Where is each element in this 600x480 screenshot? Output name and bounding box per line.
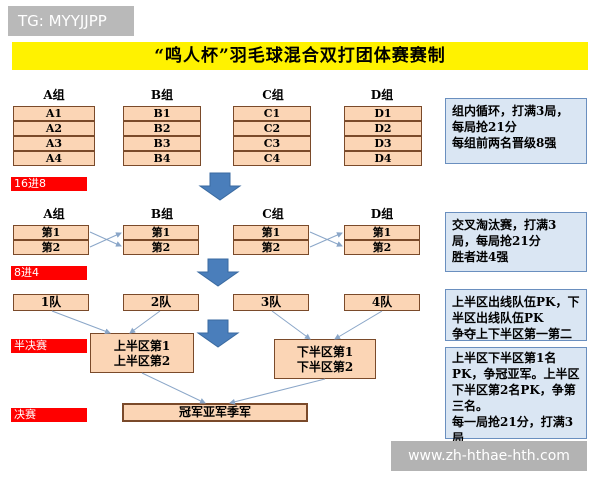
rule-line: 局，每局抢21分: [452, 234, 541, 248]
cross-connector-line: [309, 231, 343, 247]
rule-line: 胜者进4强: [452, 250, 509, 264]
rule-box-group-stage: 组内循环，打满3局， 每局抢21分 每组前两名晋级8强: [445, 98, 587, 164]
down-arrow-icon: [198, 172, 242, 201]
final-connector-line: [229, 378, 326, 405]
semifinal-line: 下半区第2: [296, 360, 354, 374]
down-arrow-icon: [196, 258, 240, 287]
knockout-a-list: 第1 第2: [13, 225, 89, 255]
group-member: B4: [123, 151, 201, 166]
knockout-place: 第1: [123, 225, 199, 240]
group-member: A3: [13, 136, 95, 151]
down-arrow-icon: [196, 319, 240, 348]
group-a-list: A1 A2 A3 A4: [13, 106, 95, 166]
group-member: D1: [344, 106, 422, 121]
group-member: B1: [123, 106, 201, 121]
group-label-a: A组: [43, 88, 65, 102]
knockout-b-list: 第1 第2: [123, 225, 199, 255]
knockout-place: 第1: [344, 225, 420, 240]
group-member: D2: [344, 121, 422, 136]
rule-line: 每一局抢21分，打满3: [452, 415, 574, 429]
knockout-label-a: A组: [43, 207, 65, 221]
rule-line: 上半区出线队伍PK，下: [452, 295, 580, 309]
rule-box-round8: 交叉淘汰赛，打满3 局，每局抢21分 胜者进4强: [445, 212, 587, 272]
group-member: C3: [233, 136, 311, 151]
stage-label-round16: 16进8: [11, 177, 87, 191]
group-d-list: D1 D2 D3 D4: [344, 106, 422, 166]
team-connector-line: [334, 310, 383, 340]
semifinal-line: 上半区第2: [113, 354, 171, 368]
group-member: C2: [233, 121, 311, 136]
semifinal-upper-box: 上半区第1 上半区第2: [90, 333, 194, 373]
group-label-d: D组: [370, 88, 394, 102]
knockout-place: 第1: [13, 225, 89, 240]
knockout-place: 第2: [13, 240, 89, 255]
semifinal-line: 下半区第1: [296, 345, 354, 359]
group-member: A4: [13, 151, 95, 166]
rule-line: 交叉淘汰赛，打满3: [452, 218, 557, 232]
rule-line: 上半区下半区第1名: [452, 351, 557, 365]
knockout-d-list: 第1 第2: [344, 225, 420, 255]
group-member: C4: [233, 151, 311, 166]
cross-connector-line: [89, 231, 122, 247]
knockout-label-c: C组: [262, 207, 284, 221]
group-member: B3: [123, 136, 201, 151]
rule-line: 争夺上下半区第一第二: [452, 327, 573, 341]
group-c-list: C1 C2 C3 C4: [233, 106, 311, 166]
rule-line: 组内循环，打满3局，: [452, 104, 569, 118]
knockout-label-b: B组: [150, 207, 174, 221]
group-member: B2: [123, 121, 201, 136]
cross-connector-line: [309, 232, 343, 248]
page-title: “鸣人杯”羽毛球混合双打团体赛赛制: [12, 42, 588, 70]
rule-line: PK，争冠亚军。上半区: [452, 367, 580, 381]
rule-line: 三名。: [452, 399, 489, 413]
watermark-bottom-right: www.zh-hthae-hth.com: [391, 441, 587, 471]
semifinal-lower-box: 下半区第1 下半区第2: [274, 339, 376, 379]
group-label-b: B组: [150, 88, 174, 102]
stage-label-semifinal: 半决赛: [11, 339, 87, 353]
final-connector-line: [141, 372, 206, 404]
watermark-top-left: TG: MYYJJPP: [8, 6, 134, 36]
team-box-4: 4队: [344, 294, 420, 311]
team-box-2: 2队: [123, 294, 199, 311]
team-connector-line: [129, 310, 161, 334]
group-b-list: B1 B2 B3 B4: [123, 106, 201, 166]
team-connector-line: [51, 310, 111, 335]
knockout-place: 第2: [123, 240, 199, 255]
knockout-place: 第1: [233, 225, 309, 240]
rule-line: 下半区第2名PK，争第: [452, 383, 576, 397]
cross-connector-line: [89, 232, 122, 248]
group-member: D4: [344, 151, 422, 166]
group-member: A2: [13, 121, 95, 136]
final-box: 冠军亚军季军: [122, 403, 308, 422]
stage-label-final: 决赛: [11, 408, 87, 422]
team-box-3: 3队: [233, 294, 309, 311]
rule-box-semifinal: 上半区出线队伍PK，下 半区出线队伍PK 争夺上下半区第一第二: [445, 289, 587, 341]
rule-line: 每组前两名晋级8强: [452, 136, 557, 150]
rule-line: 半区出线队伍PK: [452, 311, 544, 325]
knockout-c-list: 第1 第2: [233, 225, 309, 255]
knockout-label-d: D组: [370, 207, 394, 221]
team-box-1: 1队: [13, 294, 89, 311]
stage-label-round8: 8进4: [11, 266, 87, 280]
group-member: C1: [233, 106, 311, 121]
group-label-c: C组: [262, 88, 284, 102]
semifinal-line: 上半区第1: [113, 339, 171, 353]
team-connector-line: [271, 310, 311, 340]
knockout-place: 第2: [344, 240, 420, 255]
rule-line: 每局抢21分: [452, 120, 517, 134]
group-member: D3: [344, 136, 422, 151]
knockout-place: 第2: [233, 240, 309, 255]
group-member: A1: [13, 106, 95, 121]
